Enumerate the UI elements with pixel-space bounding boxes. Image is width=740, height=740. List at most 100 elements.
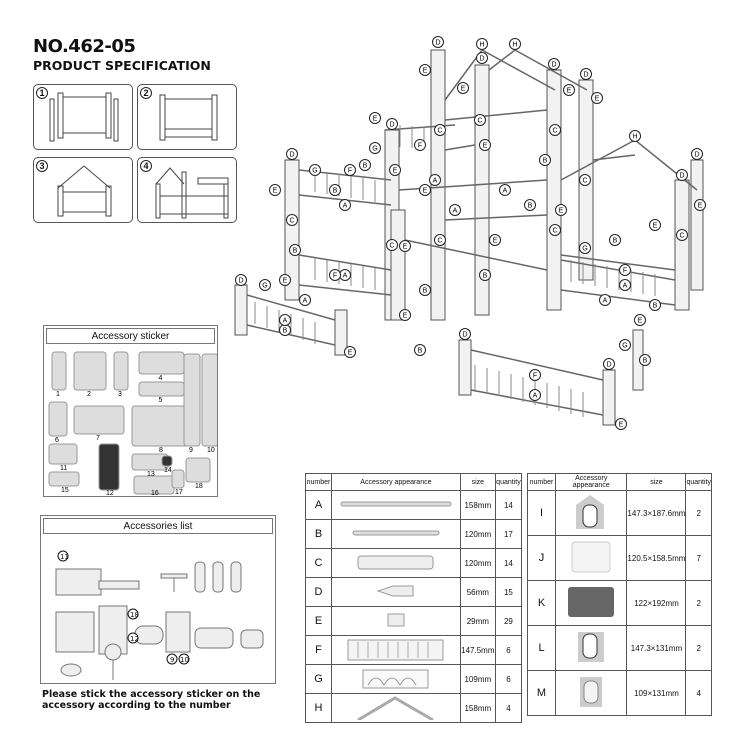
part-d-icon xyxy=(376,585,414,597)
callout-circle xyxy=(434,124,446,136)
callout-circle xyxy=(329,269,341,281)
part-callout: E xyxy=(423,68,428,75)
part-callout: B xyxy=(643,358,648,365)
part-callout: B xyxy=(613,238,618,245)
callout-circle xyxy=(634,314,646,326)
callout-circle xyxy=(389,164,401,176)
part-callout: D xyxy=(694,152,699,159)
parts-table-i-m: number Accessory appearance size quantit… xyxy=(527,473,712,716)
part-callout: C xyxy=(582,178,587,185)
part-callout: C xyxy=(477,118,482,125)
callout-circle xyxy=(609,234,621,246)
sticker-number: 14 xyxy=(164,467,172,474)
callout-circle xyxy=(694,199,706,211)
part-callout: D xyxy=(551,62,556,69)
callout-circle xyxy=(676,169,688,181)
callout-circle xyxy=(629,130,641,142)
frame-icon xyxy=(49,92,119,142)
callout-circle xyxy=(548,58,560,70)
part-callout: D xyxy=(289,152,294,159)
callout-circle xyxy=(414,139,426,151)
part-callout: E xyxy=(461,86,466,93)
sticker-number: 5 xyxy=(159,397,163,404)
part-appearance xyxy=(554,580,628,626)
part-quantity: 2 xyxy=(685,625,712,671)
part-callout: D xyxy=(238,278,243,285)
callout-circle xyxy=(579,242,591,254)
parts-table-a-h: number Accessory appearance size quantit… xyxy=(305,473,523,723)
part-quantity: 17 xyxy=(494,519,523,549)
part-size: 109×131mm xyxy=(626,670,687,716)
callout-circle xyxy=(563,84,575,96)
col-quantity: quantity xyxy=(685,473,712,491)
part-callout: B xyxy=(543,158,548,165)
part-appearance xyxy=(554,670,628,716)
callout-circle xyxy=(599,294,611,306)
callout-circle xyxy=(344,346,356,358)
col-size: size xyxy=(459,473,496,491)
callout-circle xyxy=(359,159,371,171)
part-callout: D xyxy=(389,122,394,129)
callout-circle xyxy=(649,219,661,231)
step-number: 4 xyxy=(140,160,152,172)
part-callout: E xyxy=(423,188,428,195)
step-number: 3 xyxy=(36,160,48,172)
part-size: 109mm xyxy=(459,664,496,694)
page-title: PRODUCT SPECIFICATION xyxy=(33,58,211,73)
callout-circle xyxy=(432,36,444,48)
assembly-step-1: 1 xyxy=(33,84,133,150)
callout-circle xyxy=(649,299,661,311)
part-callout: A xyxy=(533,393,538,400)
callout-9: 9 xyxy=(170,656,174,664)
callout-18: 18 xyxy=(130,611,139,619)
part-size: 120mm xyxy=(459,519,496,549)
sticker-15-icon xyxy=(48,471,80,487)
callout-circle xyxy=(459,328,471,340)
sticker-number: 2 xyxy=(87,391,91,398)
callout-circle xyxy=(591,92,603,104)
part-callout: F xyxy=(418,143,422,150)
part-callout: B xyxy=(418,348,423,355)
callout-circle xyxy=(235,274,247,286)
table-row: C 120mm 14 xyxy=(305,548,523,578)
part-quantity: 14 xyxy=(494,490,523,520)
part-quantity: 6 xyxy=(494,635,523,665)
sticker-10-icon xyxy=(201,353,219,447)
part-appearance xyxy=(331,519,461,549)
part-callout: E xyxy=(283,278,288,285)
part-callout: F xyxy=(348,168,352,175)
sticker-number: 3 xyxy=(118,391,122,398)
sticker-4-icon xyxy=(138,351,185,375)
callout-circle xyxy=(603,358,615,370)
part-j-icon xyxy=(571,541,611,573)
part-quantity: 2 xyxy=(685,490,712,536)
part-size: 147.3×131mm xyxy=(626,625,687,671)
sofa-icon xyxy=(134,625,164,645)
callout-circle xyxy=(429,174,441,186)
table-row: A 158mm 14 xyxy=(305,490,523,520)
part-callout: G xyxy=(312,168,317,175)
part-callout: A xyxy=(503,188,508,195)
callout-circle xyxy=(489,234,501,246)
part-callout: E xyxy=(567,88,572,95)
part-quantity: 14 xyxy=(494,548,523,578)
callout-circle xyxy=(269,184,281,196)
sticker-12-icon xyxy=(98,443,120,491)
callout-circle xyxy=(549,224,561,236)
callout-circle xyxy=(399,309,411,321)
callout-circle xyxy=(479,139,491,151)
part-quantity: 2 xyxy=(685,580,712,626)
part-callout: G xyxy=(622,343,627,350)
wardrobe-icon xyxy=(165,611,191,653)
part-appearance xyxy=(331,606,461,636)
sticker-number: 17 xyxy=(175,489,183,496)
instruction-note: Please stick the accessory sticker on th… xyxy=(42,689,261,711)
callout-circle xyxy=(386,239,398,251)
part-callout: E xyxy=(493,238,498,245)
part-b-icon xyxy=(352,530,440,536)
callout-circle xyxy=(299,294,311,306)
callout-circle xyxy=(524,199,536,211)
part-callout: E xyxy=(273,188,278,195)
callout-circle xyxy=(286,148,298,160)
